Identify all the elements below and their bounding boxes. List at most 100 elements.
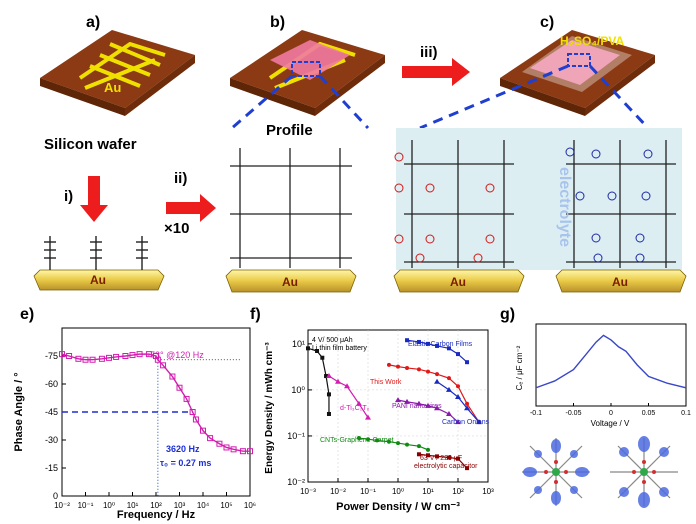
chart-f-point <box>395 397 401 403</box>
chart-f-xtick-label: 10⁻² <box>330 487 346 496</box>
chart-e-ylabel: Phase Angle / ° <box>13 372 25 451</box>
chart-e-point <box>98 355 105 362</box>
chart-f-point <box>445 410 452 416</box>
arrow-iii <box>402 58 470 86</box>
arrow-ii <box>166 194 216 222</box>
chart-g-xtick-label: 0.05 <box>642 410 656 417</box>
chart-e-point <box>129 352 136 359</box>
chart-f-point <box>426 453 430 458</box>
chart-g-xtick-label: -0.05 <box>566 410 582 417</box>
chart-f-point <box>325 373 332 379</box>
chart-e-point <box>106 354 112 361</box>
step-i-label: i) <box>64 188 74 205</box>
chart-f-cnt-label: CNTs-Graphene Carpet <box>320 437 394 444</box>
ions <box>394 147 653 263</box>
chart-f-xtick-label: 10² <box>452 487 464 496</box>
chart-f-xtick-label: 10¹ <box>422 487 434 496</box>
chart-f-point <box>404 398 411 404</box>
monomers <box>44 236 148 270</box>
chart-e-point <box>239 448 246 455</box>
panel-c-label: c) <box>540 14 555 31</box>
chart-e-ytick-label: -60 <box>45 379 58 389</box>
chart-e-point <box>66 353 73 359</box>
chart-f-point <box>426 341 430 346</box>
chart-f-point <box>306 346 310 351</box>
chart-f-point <box>435 372 440 377</box>
chart-e-tau-annotation: τ₀ = 0.27 ms <box>160 458 211 468</box>
chart-e-ytick-label: -75 <box>45 351 58 361</box>
chart-f-pani-label: PANI nanowires <box>392 403 442 410</box>
profile-label: Profile <box>266 122 313 139</box>
chart-f-point <box>455 394 461 400</box>
chart-e-xtick-label: 10⁻¹ <box>78 501 94 510</box>
step-iii-label: iii) <box>420 44 438 61</box>
chart-f-point <box>356 436 361 441</box>
chart-e-point <box>200 427 206 434</box>
chart-f-point <box>434 405 441 411</box>
chart-e-point <box>183 395 190 402</box>
orbital-x <box>604 432 684 512</box>
chart-e-point <box>176 384 183 391</box>
chart-e-xtick-label: 10⁵ <box>220 501 232 510</box>
chart-f-xtick-label: 10⁻³ <box>300 487 316 496</box>
chart-e-ytick-label: 0 <box>53 491 58 501</box>
silicon-wafer-label: Silicon wafer <box>44 136 137 153</box>
au-bar-label-2: Au <box>282 275 298 289</box>
chart-e-point <box>145 351 152 358</box>
chart-f-point <box>446 346 451 351</box>
chart-f-ytick-label: 10¹ <box>292 339 305 349</box>
chart-f-point <box>455 419 461 425</box>
chart-f-point <box>365 414 371 420</box>
chart-e-point <box>189 409 196 415</box>
chart-e-xtick-label: 10⁰ <box>103 501 115 510</box>
chart-f-point <box>445 386 452 392</box>
chart-f-carbononions-label: Carbon Onions <box>442 419 490 426</box>
chart-e-point <box>82 356 89 363</box>
substrate-b <box>230 30 385 116</box>
chart-g-ylabel: Cₑ / μF cm⁻² <box>515 345 524 390</box>
chart-f-point <box>426 369 430 374</box>
chart-e-point <box>169 373 176 380</box>
times-ten-label: ×10 <box>164 220 190 237</box>
chart-f-point <box>405 338 410 343</box>
chart-g-xtick-label: -0.1 <box>530 410 542 417</box>
chart-f-point <box>456 352 460 357</box>
chart-e-point <box>247 448 253 455</box>
au-bars <box>33 269 687 293</box>
chart-f-point <box>416 452 421 457</box>
chart-f-point <box>425 402 431 408</box>
chart-f-ytick-label: 10⁰ <box>291 385 305 395</box>
chart-e-xtick-label: 10¹ <box>127 501 139 510</box>
chart-f-point <box>416 444 421 449</box>
chart-f-point <box>446 455 451 460</box>
panel-a-label: a) <box>86 14 101 31</box>
chart-f-point <box>465 401 470 406</box>
chart-f-point <box>465 360 470 365</box>
chart-e-point <box>223 444 230 451</box>
electrolyte-text: electrolyte <box>556 166 573 248</box>
chart-f-point <box>366 437 370 442</box>
chart-f-series <box>306 338 482 471</box>
chart-f-point <box>326 392 331 397</box>
au-bar-label-4: Au <box>612 275 628 289</box>
au-bar-label-3: Au <box>450 275 466 289</box>
chart-e-angle-annotation: -73° @120 Hz <box>147 350 204 360</box>
arrow-i <box>80 176 108 222</box>
chart-e-point <box>113 353 120 360</box>
chart-g-xtick-label: 0 <box>609 410 613 417</box>
chart-f-electrolytic-label-2: electrolytic capacitor <box>414 463 478 470</box>
chart-e-point <box>216 440 223 447</box>
chart-f-point <box>320 355 325 360</box>
chart-f-point <box>435 343 440 348</box>
chart-f-point <box>344 383 351 389</box>
chart-e-ytick-label: -30 <box>45 435 58 445</box>
chart-e-point <box>207 435 214 442</box>
chart-f-battery-label-2: Li thin film battery <box>312 345 367 352</box>
chart-f-point <box>435 454 440 459</box>
chart-f-point <box>396 441 400 446</box>
chart-f-ylabel: Energy Density / mWh cm⁻³ <box>264 342 275 474</box>
